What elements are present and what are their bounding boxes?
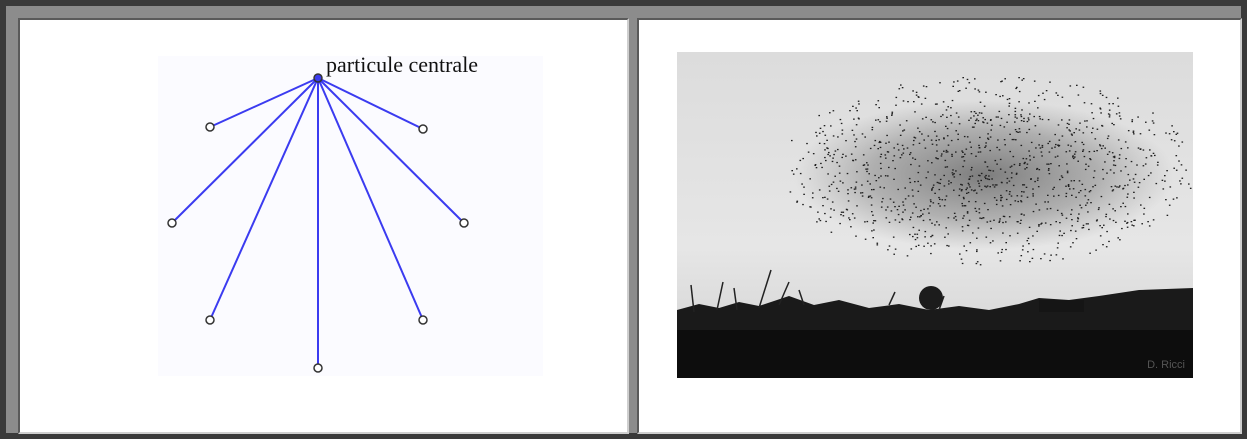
central-particle <box>313 73 323 83</box>
particle-n3 <box>167 218 177 228</box>
particle-n7 <box>313 363 323 373</box>
edge-n1 <box>209 77 319 128</box>
bare-branches <box>690 269 945 313</box>
particle-diagram: particule centrale <box>158 52 543 376</box>
edge-n3 <box>171 77 319 224</box>
ground <box>677 330 1193 378</box>
diagram-edges <box>171 77 465 368</box>
diagram-panel: particule centrale <box>18 18 629 434</box>
photo-watermark: D. Ricci <box>1147 359 1185 371</box>
diagram-nodes <box>167 73 469 373</box>
starling-murmuration-photo: D. Ricci <box>677 52 1193 378</box>
edge-n6 <box>317 77 424 321</box>
particle-n5 <box>205 315 215 325</box>
particle-n6 <box>418 315 428 325</box>
particle-n4 <box>459 218 469 228</box>
central-particle-label: particule centrale <box>326 52 478 77</box>
flock-cloud <box>794 100 1174 250</box>
diagram-background <box>158 56 543 376</box>
photo-panel: D. Ricci <box>637 18 1242 434</box>
building <box>1039 300 1084 312</box>
tree-crown <box>919 286 943 310</box>
particle-n2 <box>418 124 428 134</box>
edge-n2 <box>317 77 424 130</box>
edge-n4 <box>317 77 465 224</box>
edge-n5 <box>209 77 319 321</box>
bird-flock <box>789 77 1192 266</box>
particle-n1 <box>205 122 215 132</box>
